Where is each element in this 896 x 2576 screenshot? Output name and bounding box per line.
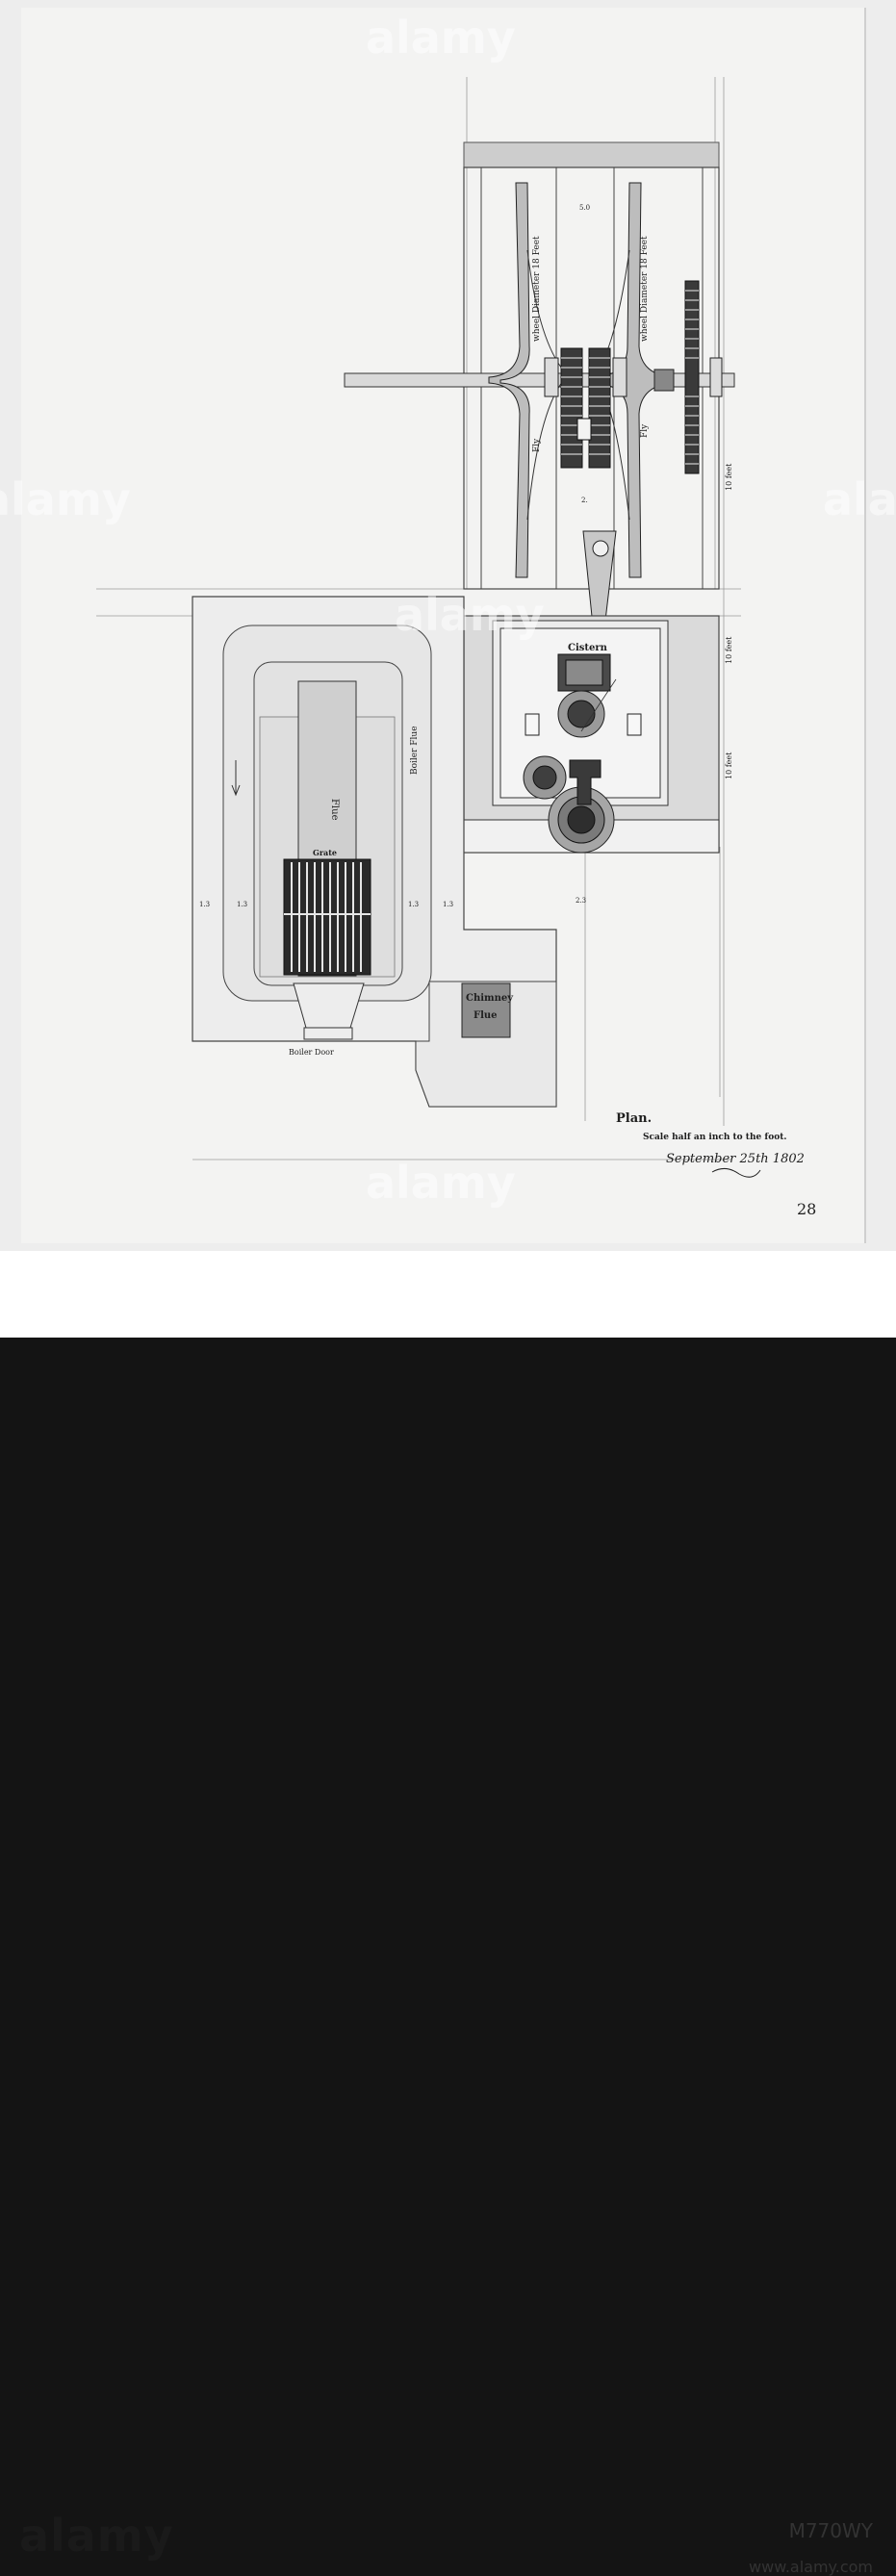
watermark-text-2: alamy (395, 589, 545, 641)
dimension-top: 5.0 (579, 204, 590, 212)
drive-shaft (344, 372, 735, 388)
alamy-logo: alamy (19, 2510, 174, 2562)
site-url: www.alamy.com (749, 2558, 873, 2576)
caption-scale: Scale half an inch to the foot. (643, 1133, 787, 1142)
dimension-e: 2.3 (576, 897, 586, 905)
label-fly-wheel-left: wheel Diameter 18 Feet (532, 236, 542, 342)
label-boiler-door: Boiler Door (289, 1048, 334, 1057)
dimension-c: 1.3 (408, 901, 419, 908)
label-flue: Flue (329, 799, 340, 821)
scale-label-3: 10 feet (725, 752, 733, 779)
dimension-a: 1.3 (199, 901, 210, 908)
dimension-b: 1.3 (237, 901, 247, 908)
label-chimney: Chimney (466, 993, 514, 1004)
watermark-text-1: alamy (0, 473, 131, 525)
dimension-d: 1.3 (443, 901, 453, 908)
label-chimney-flue: Flue (474, 1010, 498, 1021)
flow-arrow-head (231, 784, 241, 797)
fly-wheel-frame (463, 141, 720, 590)
watermark-text-3: alamy (823, 473, 896, 525)
label-fly-left: Fly (532, 438, 542, 452)
boiler-door (303, 1027, 353, 1040)
watermark-text-5: alamy (366, 1157, 516, 1209)
cylinders (523, 678, 617, 854)
cistern (557, 653, 611, 692)
watermark: alamy alamy alamy alamy alamy (0, 12, 896, 1209)
image-id: M770WY (788, 2519, 873, 2542)
caption-title: Plan. (616, 1111, 652, 1126)
technical-drawing: wheel Diameter 18 Feet Fly wheel Diamete… (0, 12, 896, 1218)
label-boiler-flue: Boiler Flue (410, 726, 420, 775)
signature-flourish (711, 1168, 761, 1178)
stock-footer: alamy M770WY www.alamy.com (0, 1251, 896, 2576)
gear-train (544, 347, 627, 469)
scale-label-1: 10 feet (725, 463, 733, 491)
watermark-text-4: alamy (366, 12, 516, 64)
page-number: 28 (797, 1200, 816, 1218)
caption-date: September 25th 1802 (666, 1152, 805, 1166)
scale-label-2: 10 feet (725, 636, 733, 664)
label-fly-wheel-right: wheel Diameter 18 Feet (640, 236, 650, 342)
label-fly-right: Fly (640, 423, 650, 438)
rack-gear (653, 280, 723, 474)
label-grate: Grate (313, 848, 337, 857)
grate (283, 858, 371, 976)
dimension-mid: 2. (581, 497, 588, 504)
label-cistern: Cistern (568, 643, 608, 653)
